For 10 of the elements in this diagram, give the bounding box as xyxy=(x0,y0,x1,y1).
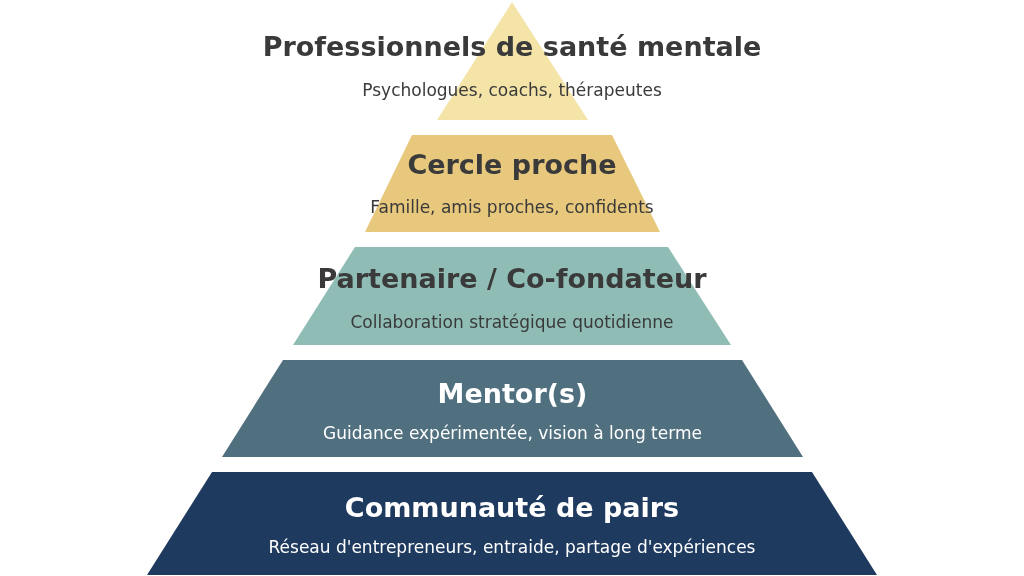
tier-description: Guidance expérimentée, vision à long terme xyxy=(323,422,702,445)
pyramid-tier xyxy=(222,360,803,457)
pyramid-tier xyxy=(147,472,877,575)
tier-description: Collaboration stratégique quotidienne xyxy=(350,311,674,334)
tier-heading: Professionnels de santé mentale xyxy=(262,30,762,64)
tier-heading: Communauté de pairs xyxy=(344,491,680,525)
tier-description: Réseau d'entrepreneurs, entraide, partage d'expériences xyxy=(268,536,756,559)
tier-heading: Mentor(s) xyxy=(437,377,588,411)
tier-heading: Cercle proche xyxy=(407,148,617,182)
tier-description: Psychologues, coachs, thérapeutes xyxy=(362,79,662,102)
